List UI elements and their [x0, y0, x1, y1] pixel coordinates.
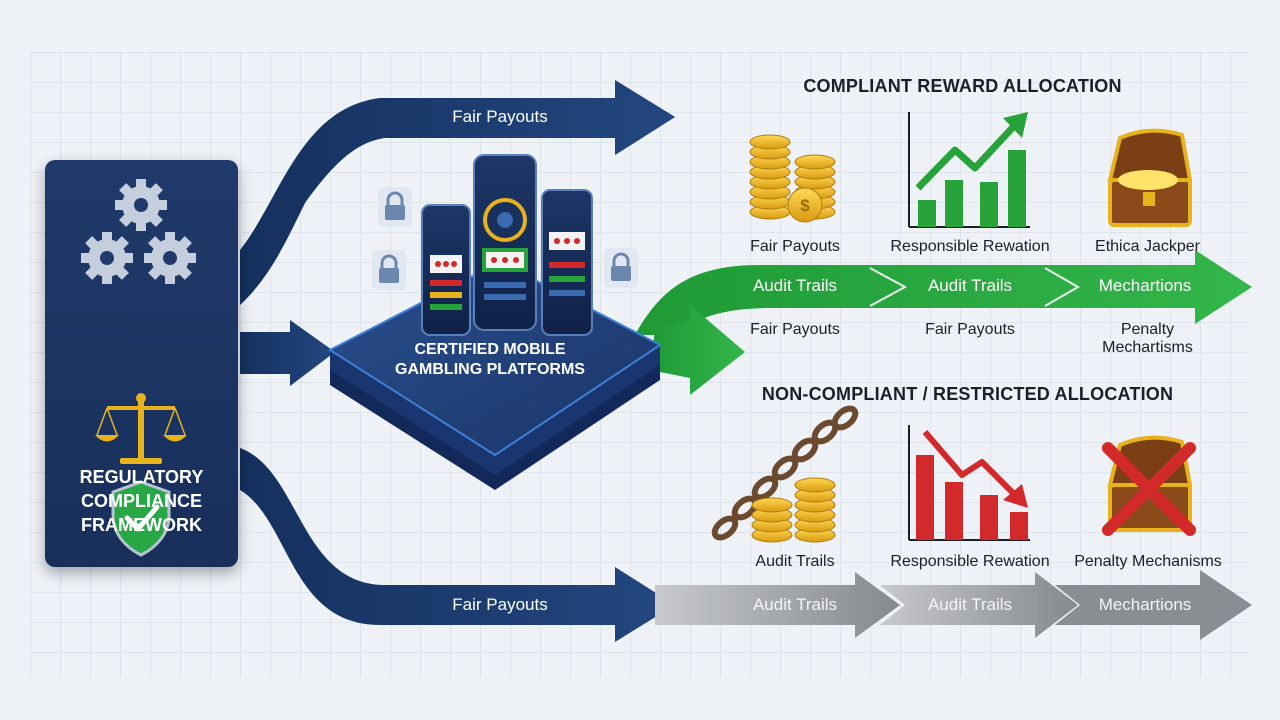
bottom-navy-arrow	[240, 448, 675, 642]
green-arrow	[635, 250, 1252, 395]
chain-icon	[711, 405, 859, 541]
compliant-penalty-line1: Penalty	[1120, 321, 1175, 338]
svg-text:$: $	[800, 196, 810, 215]
coin-stack-icon	[751, 477, 836, 543]
platform-title-line2: GAMBLING PLATFORMS	[395, 361, 585, 378]
grey-arrow-label-3: Mechartions	[1098, 595, 1192, 614]
compliant-heading: COMPLIANT REWARD ALLOCATION	[803, 76, 1122, 96]
noncompliant-icon-label-1: Audit Trails	[755, 553, 835, 570]
bottom-arrow-label: Fair Payouts	[452, 595, 548, 614]
green-arrow-label-2: Audit Trails	[927, 276, 1013, 295]
compliant-below-label-2: Fair Payouts	[925, 321, 1015, 338]
framework-panel: REGULATORY COMPLIANCE FRAMEWORK	[45, 160, 238, 567]
shield-check-icon	[111, 480, 171, 557]
compliant-penalty-label: Penalty Mechartisms	[1085, 321, 1210, 357]
top-arrow-label: Fair Payouts	[452, 107, 548, 126]
compliant-icon-label-3: Ethica Jackper	[1095, 238, 1200, 255]
framework-title-line1: REGULATORY	[79, 467, 204, 487]
cross-mark-icon	[1102, 442, 1196, 536]
framework-title-line3: FRAMEWORK	[81, 515, 202, 535]
scales-icon	[95, 393, 187, 464]
smartphone-icon	[473, 154, 537, 331]
smartphone-icon	[421, 204, 471, 336]
compliant-icon-label-2: Responsible Rewation	[890, 238, 1050, 255]
middle-navy-arrow	[240, 320, 335, 386]
noncompliant-heading: NON-COMPLIANT / RESTRICTED ALLOCATION	[761, 384, 1174, 404]
growth-chart-icon	[908, 112, 1030, 228]
grey-arrow-label-2: Audit Trails	[927, 595, 1013, 614]
platform-title-line1: CERTIFIED MOBILE	[414, 341, 566, 358]
compliant-penalty-line2: Mechartisms	[1102, 339, 1193, 356]
coin-stack-icon: $	[749, 134, 836, 223]
lock-icon	[604, 248, 638, 288]
compliant-icon-label-1: Fair Payouts	[750, 238, 840, 255]
grey-arrow-row	[655, 570, 1252, 640]
compliant-below-label-1: Fair Payouts	[750, 321, 840, 338]
smartphone-icon	[541, 189, 593, 336]
green-arrow-label-1: Audit Trails	[752, 276, 838, 295]
lock-icon	[378, 187, 412, 227]
framework-panel-icons	[81, 179, 196, 557]
decline-chart-icon	[908, 425, 1030, 541]
top-navy-arrow	[240, 80, 675, 305]
green-arrow-label-3: Mechartions	[1098, 276, 1192, 295]
grey-arrow-label-1: Audit Trails	[752, 595, 838, 614]
lock-icon	[372, 250, 406, 290]
noncompliant-icon-label-3: Penalty Mechanisms	[1074, 553, 1222, 570]
noncompliant-icon-label-2: Responsible Rewation	[890, 553, 1050, 570]
framework-title: REGULATORY COMPLIANCE FRAMEWORK	[45, 465, 238, 537]
framework-title-line2: COMPLIANCE	[81, 491, 202, 511]
platform-title: CERTIFIED MOBILE GAMBLING PLATFORMS	[375, 340, 605, 380]
treasure-chest-icon	[1107, 128, 1193, 227]
